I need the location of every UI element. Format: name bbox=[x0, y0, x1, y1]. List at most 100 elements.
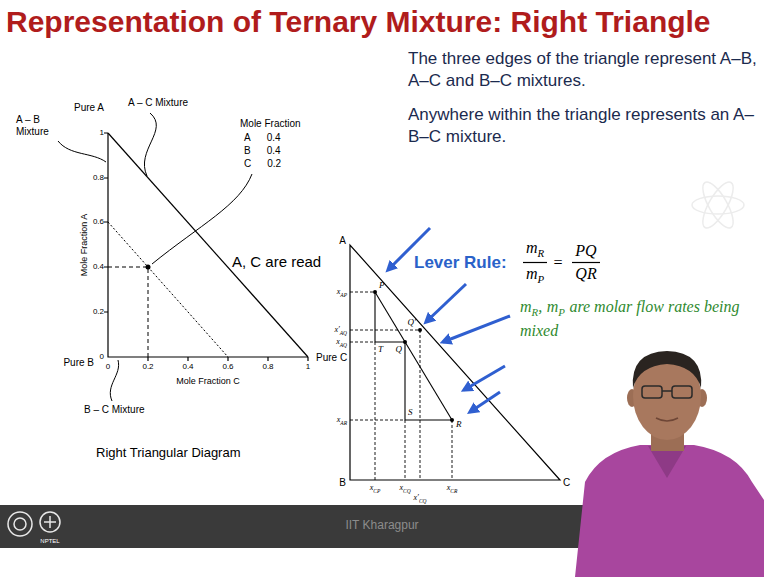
axis-value-label: CQ bbox=[403, 488, 411, 494]
axis-value-label-group: x′CQ bbox=[414, 493, 427, 504]
tick-label-group: 0 bbox=[100, 352, 104, 361]
formula-note-group: mR,mPare molar flow rates being mixed bbox=[520, 296, 752, 341]
leader-line bbox=[144, 113, 156, 176]
triangle-axes bbox=[104, 133, 108, 312]
tick-label-group: 0 bbox=[106, 362, 110, 371]
edge-label: B – C Mixture bbox=[84, 404, 145, 415]
rule-heading: Lever Rule: bbox=[414, 253, 507, 272]
axis-value-label: AR bbox=[340, 419, 347, 425]
formula-term-group: mP bbox=[526, 265, 544, 286]
axis-title-group: Mole Fraction C bbox=[176, 376, 240, 386]
lever-construction bbox=[375, 292, 452, 420]
state-point bbox=[373, 290, 377, 294]
projection-line bbox=[350, 330, 420, 480]
logo-text: NPTEL bbox=[40, 538, 59, 544]
axis-value-label: AQ bbox=[340, 341, 347, 347]
axis-value-label-group: xAQ bbox=[336, 337, 347, 348]
axis-value-label: x bbox=[370, 483, 374, 492]
formula-term: P bbox=[537, 273, 544, 285]
watermark-atom bbox=[697, 178, 739, 232]
vertex-label: A bbox=[339, 235, 346, 246]
tick-label: 1 bbox=[100, 128, 104, 137]
formula-term: PQ bbox=[575, 242, 596, 259]
institute-logo bbox=[44, 516, 56, 528]
presenter bbox=[633, 352, 701, 440]
point-label-group: S bbox=[408, 407, 413, 417]
triangle-axes bbox=[108, 133, 308, 357]
composition-row-group: B0.4 bbox=[244, 145, 281, 157]
pointer-arrow bbox=[470, 392, 500, 412]
slide-title: Representation of Ternary Mixture: Right… bbox=[6, 5, 711, 40]
point-label: Q′ bbox=[408, 317, 416, 327]
point-label-group: P bbox=[379, 280, 385, 290]
formula-term: R bbox=[537, 248, 544, 260]
small-triangle bbox=[350, 245, 560, 480]
composition-row-group: C 0.2 bbox=[244, 158, 281, 170]
tick-label: 0.2 bbox=[142, 362, 153, 371]
tick-label-group: 0.6 bbox=[222, 362, 233, 371]
formula-note: m bbox=[547, 298, 559, 315]
presenter bbox=[642, 386, 662, 398]
tick-label: 0.8 bbox=[93, 173, 104, 182]
composition-row: 0.2 bbox=[267, 158, 281, 170]
tick-label: 0.4 bbox=[182, 362, 193, 371]
logo-text-group: NPTEL bbox=[40, 538, 59, 545]
composition-row: C bbox=[244, 158, 251, 169]
vertex-label: Pure A bbox=[74, 102, 104, 113]
composition-row: B bbox=[244, 145, 251, 156]
note-group: A, C are read bbox=[232, 253, 321, 270]
tick-label-group: 1 bbox=[306, 362, 310, 371]
formula-term: m bbox=[526, 239, 538, 256]
formula-term-group: = bbox=[553, 254, 564, 272]
presenter bbox=[642, 386, 692, 398]
edge-label-group: A – C Mixture bbox=[128, 97, 188, 109]
presenter bbox=[672, 386, 692, 398]
axis-value-label: x bbox=[337, 415, 341, 424]
axis-value-label: x bbox=[399, 483, 403, 492]
body-text: The three edges of the triangle represen… bbox=[408, 49, 757, 90]
vertex-label-group: A bbox=[339, 235, 346, 247]
fraction-bar bbox=[523, 262, 547, 263]
watermark-atom bbox=[692, 178, 744, 232]
institute-logo bbox=[8, 512, 60, 536]
tick-label: 0.2 bbox=[93, 307, 104, 316]
formula-term-group: PQ bbox=[575, 242, 596, 260]
axis-title: Mole Fraction A bbox=[79, 214, 89, 277]
axis-value-label: x bbox=[447, 483, 451, 492]
tick-label: 0.4 bbox=[93, 262, 104, 271]
formula-term-group: mR bbox=[526, 239, 544, 260]
point-label: T bbox=[378, 344, 383, 354]
mixture-point bbox=[146, 265, 151, 270]
vertex-label-group: C bbox=[563, 477, 570, 489]
axis-value-label: AP bbox=[340, 291, 347, 297]
watermark-group: IIT Kharagpur bbox=[345, 519, 418, 533]
axis-value-label: x′ bbox=[334, 325, 339, 334]
axis-value-label: CR bbox=[450, 488, 457, 494]
vertex-label: B bbox=[339, 477, 346, 488]
point-label-group: Q bbox=[396, 344, 403, 354]
edge-label: A – B Mixture bbox=[16, 114, 49, 137]
lever-construction bbox=[405, 342, 452, 420]
projection-line bbox=[350, 342, 405, 480]
point-label-group: T bbox=[378, 344, 383, 354]
formula-note: P bbox=[558, 306, 565, 318]
projection-line bbox=[350, 292, 452, 480]
edge-label-group: A – B Mixture bbox=[16, 114, 68, 137]
presenter bbox=[575, 445, 764, 577]
formula-note: m bbox=[520, 298, 532, 315]
axis-value-label-group: xAR bbox=[337, 415, 347, 426]
vertex-label-group: Pure C bbox=[316, 352, 347, 364]
triangle-axes bbox=[148, 357, 308, 361]
formula-note: , bbox=[538, 298, 542, 315]
point-label-group: Q′ bbox=[408, 317, 416, 327]
formula-term: m bbox=[526, 265, 538, 282]
pointer-arrow bbox=[388, 228, 510, 412]
axis-value-label-group: xCQ bbox=[399, 483, 410, 494]
lever-construction bbox=[375, 292, 405, 342]
presenter bbox=[575, 351, 764, 577]
watermark-atom bbox=[692, 196, 744, 214]
axis-value-label-group: x′AQ bbox=[334, 325, 347, 336]
point-label: Q bbox=[396, 344, 403, 354]
lever-construction bbox=[375, 292, 452, 420]
axis-value-label: x′ bbox=[414, 493, 419, 502]
